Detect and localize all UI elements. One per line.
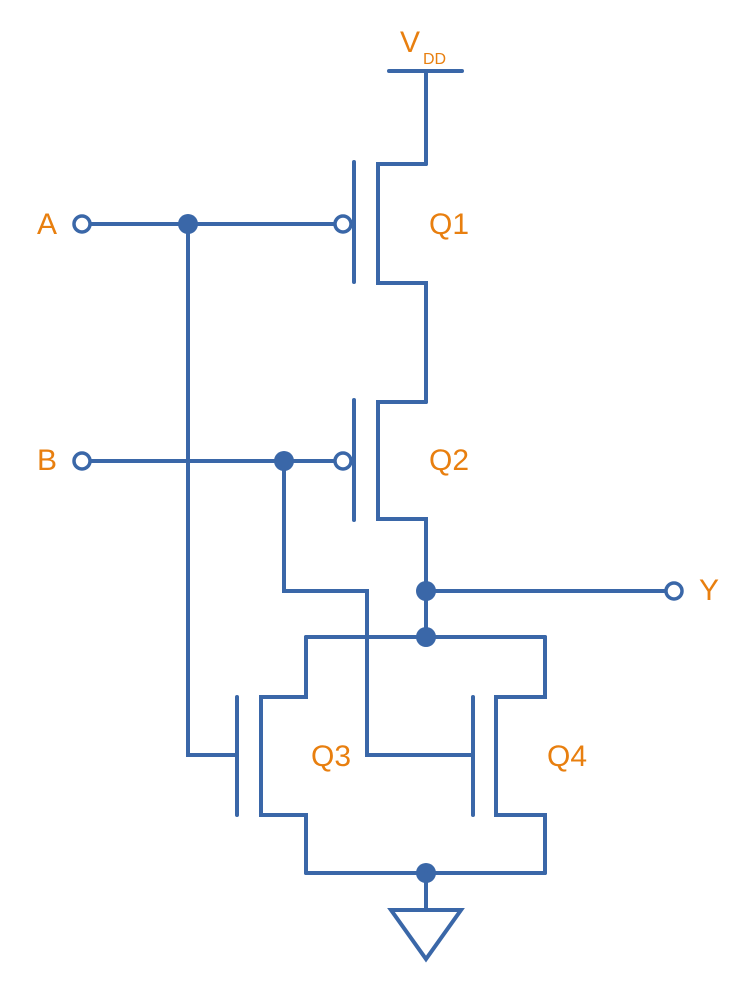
input-a-terminal <box>72 214 92 234</box>
input-b-terminal <box>72 451 92 471</box>
q3-label: Q3 <box>311 740 351 773</box>
junction-dot <box>274 451 294 471</box>
input-a-net: A <box>37 208 336 757</box>
q4-label: Q4 <box>547 740 587 773</box>
output-y-terminal <box>664 581 684 601</box>
ground-icon <box>387 871 465 963</box>
q1-gate-bubble <box>333 214 353 234</box>
input-b-label: B <box>37 444 57 477</box>
input-a-label: A <box>37 208 57 241</box>
vdd-subscript: DD <box>423 51 446 68</box>
q2-gate-bubble <box>333 451 353 471</box>
transistor-q2: Q2 <box>333 398 469 639</box>
q1-label: Q1 <box>429 208 469 241</box>
output-y-label: Y <box>699 574 719 607</box>
junction-dot <box>416 627 436 647</box>
vdd-label: V <box>400 26 420 59</box>
q2-label: Q2 <box>429 444 469 477</box>
junction-dot <box>416 581 436 601</box>
transistor-q1: Q1 <box>333 160 469 404</box>
junction-dot <box>178 214 198 234</box>
vdd-rail: V DD <box>387 26 464 166</box>
input-b-net: B <box>37 444 475 757</box>
output-y-net: Y <box>416 574 719 607</box>
